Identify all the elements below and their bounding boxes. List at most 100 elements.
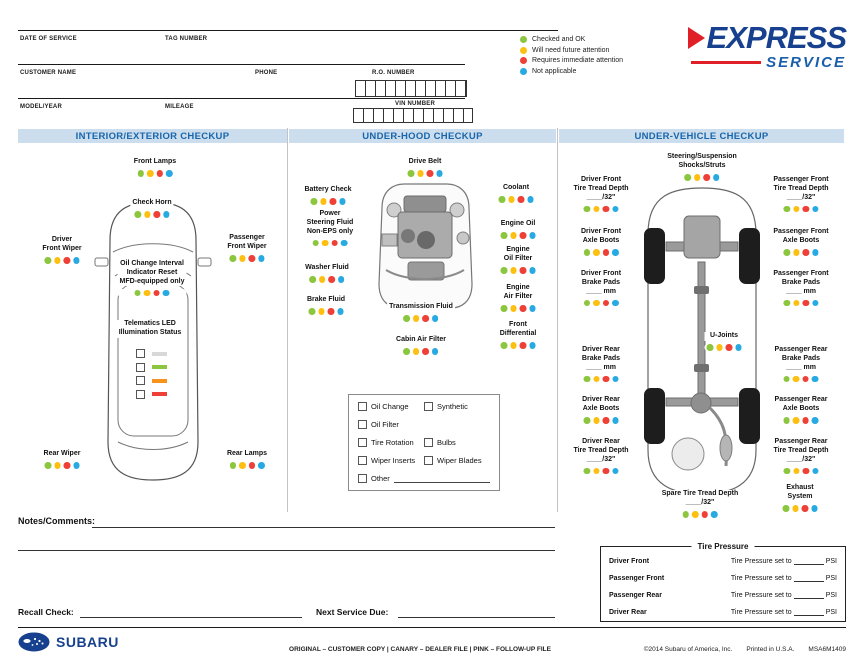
status-dot[interactable]: [602, 205, 609, 213]
status-dot[interactable]: [340, 239, 348, 247]
telematics-checkbox[interactable]: [136, 376, 145, 385]
notes-line-2[interactable]: [18, 550, 555, 551]
status-dot[interactable]: [792, 467, 800, 475]
status-dot[interactable]: [802, 299, 809, 307]
status-dot[interactable]: [54, 257, 61, 264]
status-dot[interactable]: [257, 462, 265, 469]
status-dot[interactable]: [510, 305, 517, 312]
status-dot[interactable]: [431, 315, 439, 322]
status-dot[interactable]: [811, 505, 818, 512]
status-dot[interactable]: [593, 375, 600, 383]
status-dot[interactable]: [802, 205, 809, 213]
status-dot[interactable]: [792, 375, 800, 383]
status-dot[interactable]: [248, 255, 255, 262]
status-dot[interactable]: [612, 417, 619, 424]
status-dot[interactable]: [602, 299, 609, 307]
status-dot[interactable]: [431, 348, 439, 355]
oil-change-checkbox[interactable]: [358, 402, 367, 411]
status-dot[interactable]: [783, 467, 790, 475]
status-dot[interactable]: [321, 239, 329, 247]
status-dot[interactable]: [583, 417, 590, 424]
status-dot[interactable]: [238, 462, 246, 469]
status-dot[interactable]: [593, 299, 600, 307]
status-dot[interactable]: [735, 344, 742, 351]
status-dot[interactable]: [508, 196, 515, 203]
wiper-inserts-checkbox[interactable]: [358, 456, 367, 465]
status-dot[interactable]: [612, 375, 619, 383]
status-dot[interactable]: [583, 467, 590, 475]
status-dot[interactable]: [583, 205, 590, 213]
other-blank-field[interactable]: [393, 474, 490, 483]
status-dot[interactable]: [510, 267, 517, 274]
status-dot[interactable]: [412, 348, 420, 355]
status-dot[interactable]: [802, 467, 809, 475]
status-dot[interactable]: [602, 375, 609, 383]
status-dot[interactable]: [63, 462, 70, 469]
status-dot[interactable]: [612, 299, 619, 307]
status-dot[interactable]: [593, 249, 600, 256]
status-dot[interactable]: [529, 305, 536, 312]
telematics-checkbox[interactable]: [136, 349, 145, 358]
status-dot[interactable]: [529, 232, 536, 239]
status-dot[interactable]: [143, 289, 151, 297]
status-dot[interactable]: [811, 417, 819, 424]
status-dot[interactable]: [337, 276, 345, 283]
status-dot[interactable]: [706, 344, 713, 351]
status-dot[interactable]: [239, 255, 246, 262]
status-dot[interactable]: [63, 257, 70, 264]
status-dot[interactable]: [248, 462, 255, 469]
status-dot[interactable]: [54, 462, 61, 469]
notes-line-1[interactable]: [92, 527, 555, 528]
status-dot[interactable]: [500, 267, 507, 274]
tire-pressure-blank-field[interactable]: [793, 591, 824, 599]
status-dot[interactable]: [229, 255, 236, 262]
status-dot[interactable]: [134, 211, 141, 218]
status-dot[interactable]: [44, 462, 51, 469]
status-dot[interactable]: [162, 211, 170, 218]
status-dot[interactable]: [426, 170, 433, 177]
status-dot[interactable]: [694, 174, 701, 181]
status-dot[interactable]: [793, 249, 800, 256]
status-dot[interactable]: [592, 467, 600, 475]
oil-filter-checkbox[interactable]: [358, 420, 367, 429]
status-dot[interactable]: [713, 174, 720, 181]
status-dot[interactable]: [44, 257, 51, 264]
synthetic-checkbox[interactable]: [424, 402, 433, 411]
status-dot[interactable]: [498, 196, 505, 203]
status-dot[interactable]: [725, 344, 732, 351]
status-dot[interactable]: [338, 198, 346, 205]
status-dot[interactable]: [682, 511, 689, 518]
status-dot[interactable]: [801, 505, 808, 512]
status-dot[interactable]: [153, 289, 160, 297]
status-dot[interactable]: [519, 267, 526, 274]
status-dot[interactable]: [417, 170, 424, 177]
status-dot[interactable]: [156, 170, 163, 177]
status-dot[interactable]: [783, 375, 790, 383]
status-dot[interactable]: [527, 196, 534, 203]
status-dot[interactable]: [329, 198, 336, 205]
status-dot[interactable]: [319, 198, 327, 205]
status-dot[interactable]: [500, 342, 507, 349]
status-dot[interactable]: [436, 170, 443, 177]
status-dot[interactable]: [602, 417, 609, 424]
status-dot[interactable]: [716, 344, 723, 351]
status-dot[interactable]: [602, 467, 609, 475]
status-dot[interactable]: [309, 276, 316, 283]
status-dot[interactable]: [165, 170, 173, 177]
status-dot[interactable]: [802, 375, 809, 383]
status-dot[interactable]: [510, 232, 517, 239]
status-dot[interactable]: [710, 511, 718, 518]
status-dot[interactable]: [782, 505, 789, 512]
wiper-blades-checkbox[interactable]: [424, 456, 433, 465]
telematics-checkbox[interactable]: [136, 389, 145, 399]
status-dot[interactable]: [811, 467, 819, 475]
status-dot[interactable]: [407, 170, 414, 177]
status-dot[interactable]: [73, 462, 80, 469]
status-dot[interactable]: [146, 170, 154, 177]
status-dot[interactable]: [153, 211, 160, 218]
next-service-due-blank[interactable]: [398, 617, 555, 618]
status-dot[interactable]: [701, 511, 708, 518]
status-dot[interactable]: [783, 249, 790, 256]
status-dot[interactable]: [612, 249, 619, 256]
status-dot[interactable]: [327, 308, 334, 315]
